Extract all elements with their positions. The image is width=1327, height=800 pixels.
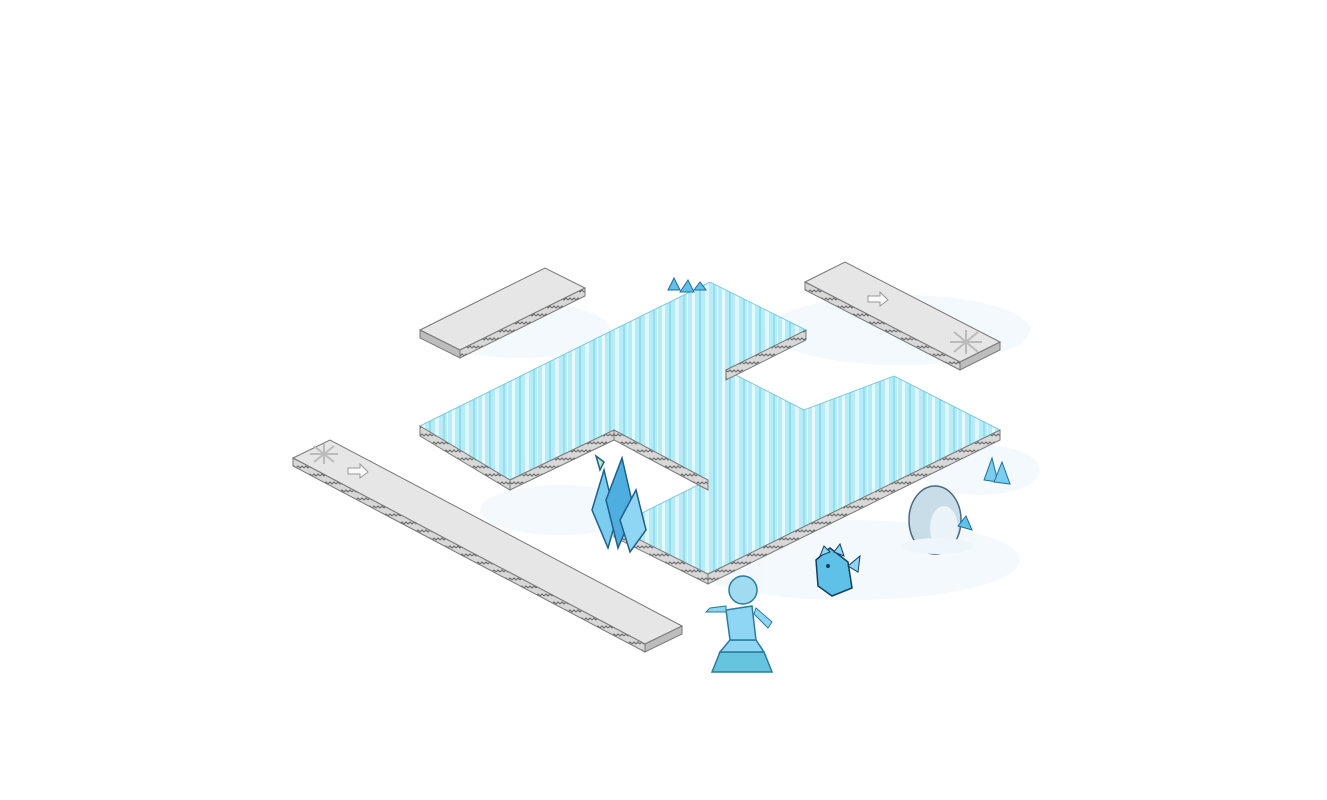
top-left-ledge[interactable] [418,267,587,359]
snowflake-tile [310,444,338,464]
top-right-ledge[interactable] [803,261,1002,371]
long-left-ledge[interactable] [291,439,684,653]
snowflake-tile [950,330,982,354]
penguin-sculpture [902,485,974,555]
small-crystals [983,456,1011,485]
ice-statue [704,575,774,673]
ice-rink[interactable] [418,281,1002,585]
right-arrow-icon [347,462,369,479]
ice-crystal-cluster [591,454,647,554]
small-crystals [667,276,707,293]
ice-creature [815,542,861,597]
right-arrow-icon [867,290,889,307]
